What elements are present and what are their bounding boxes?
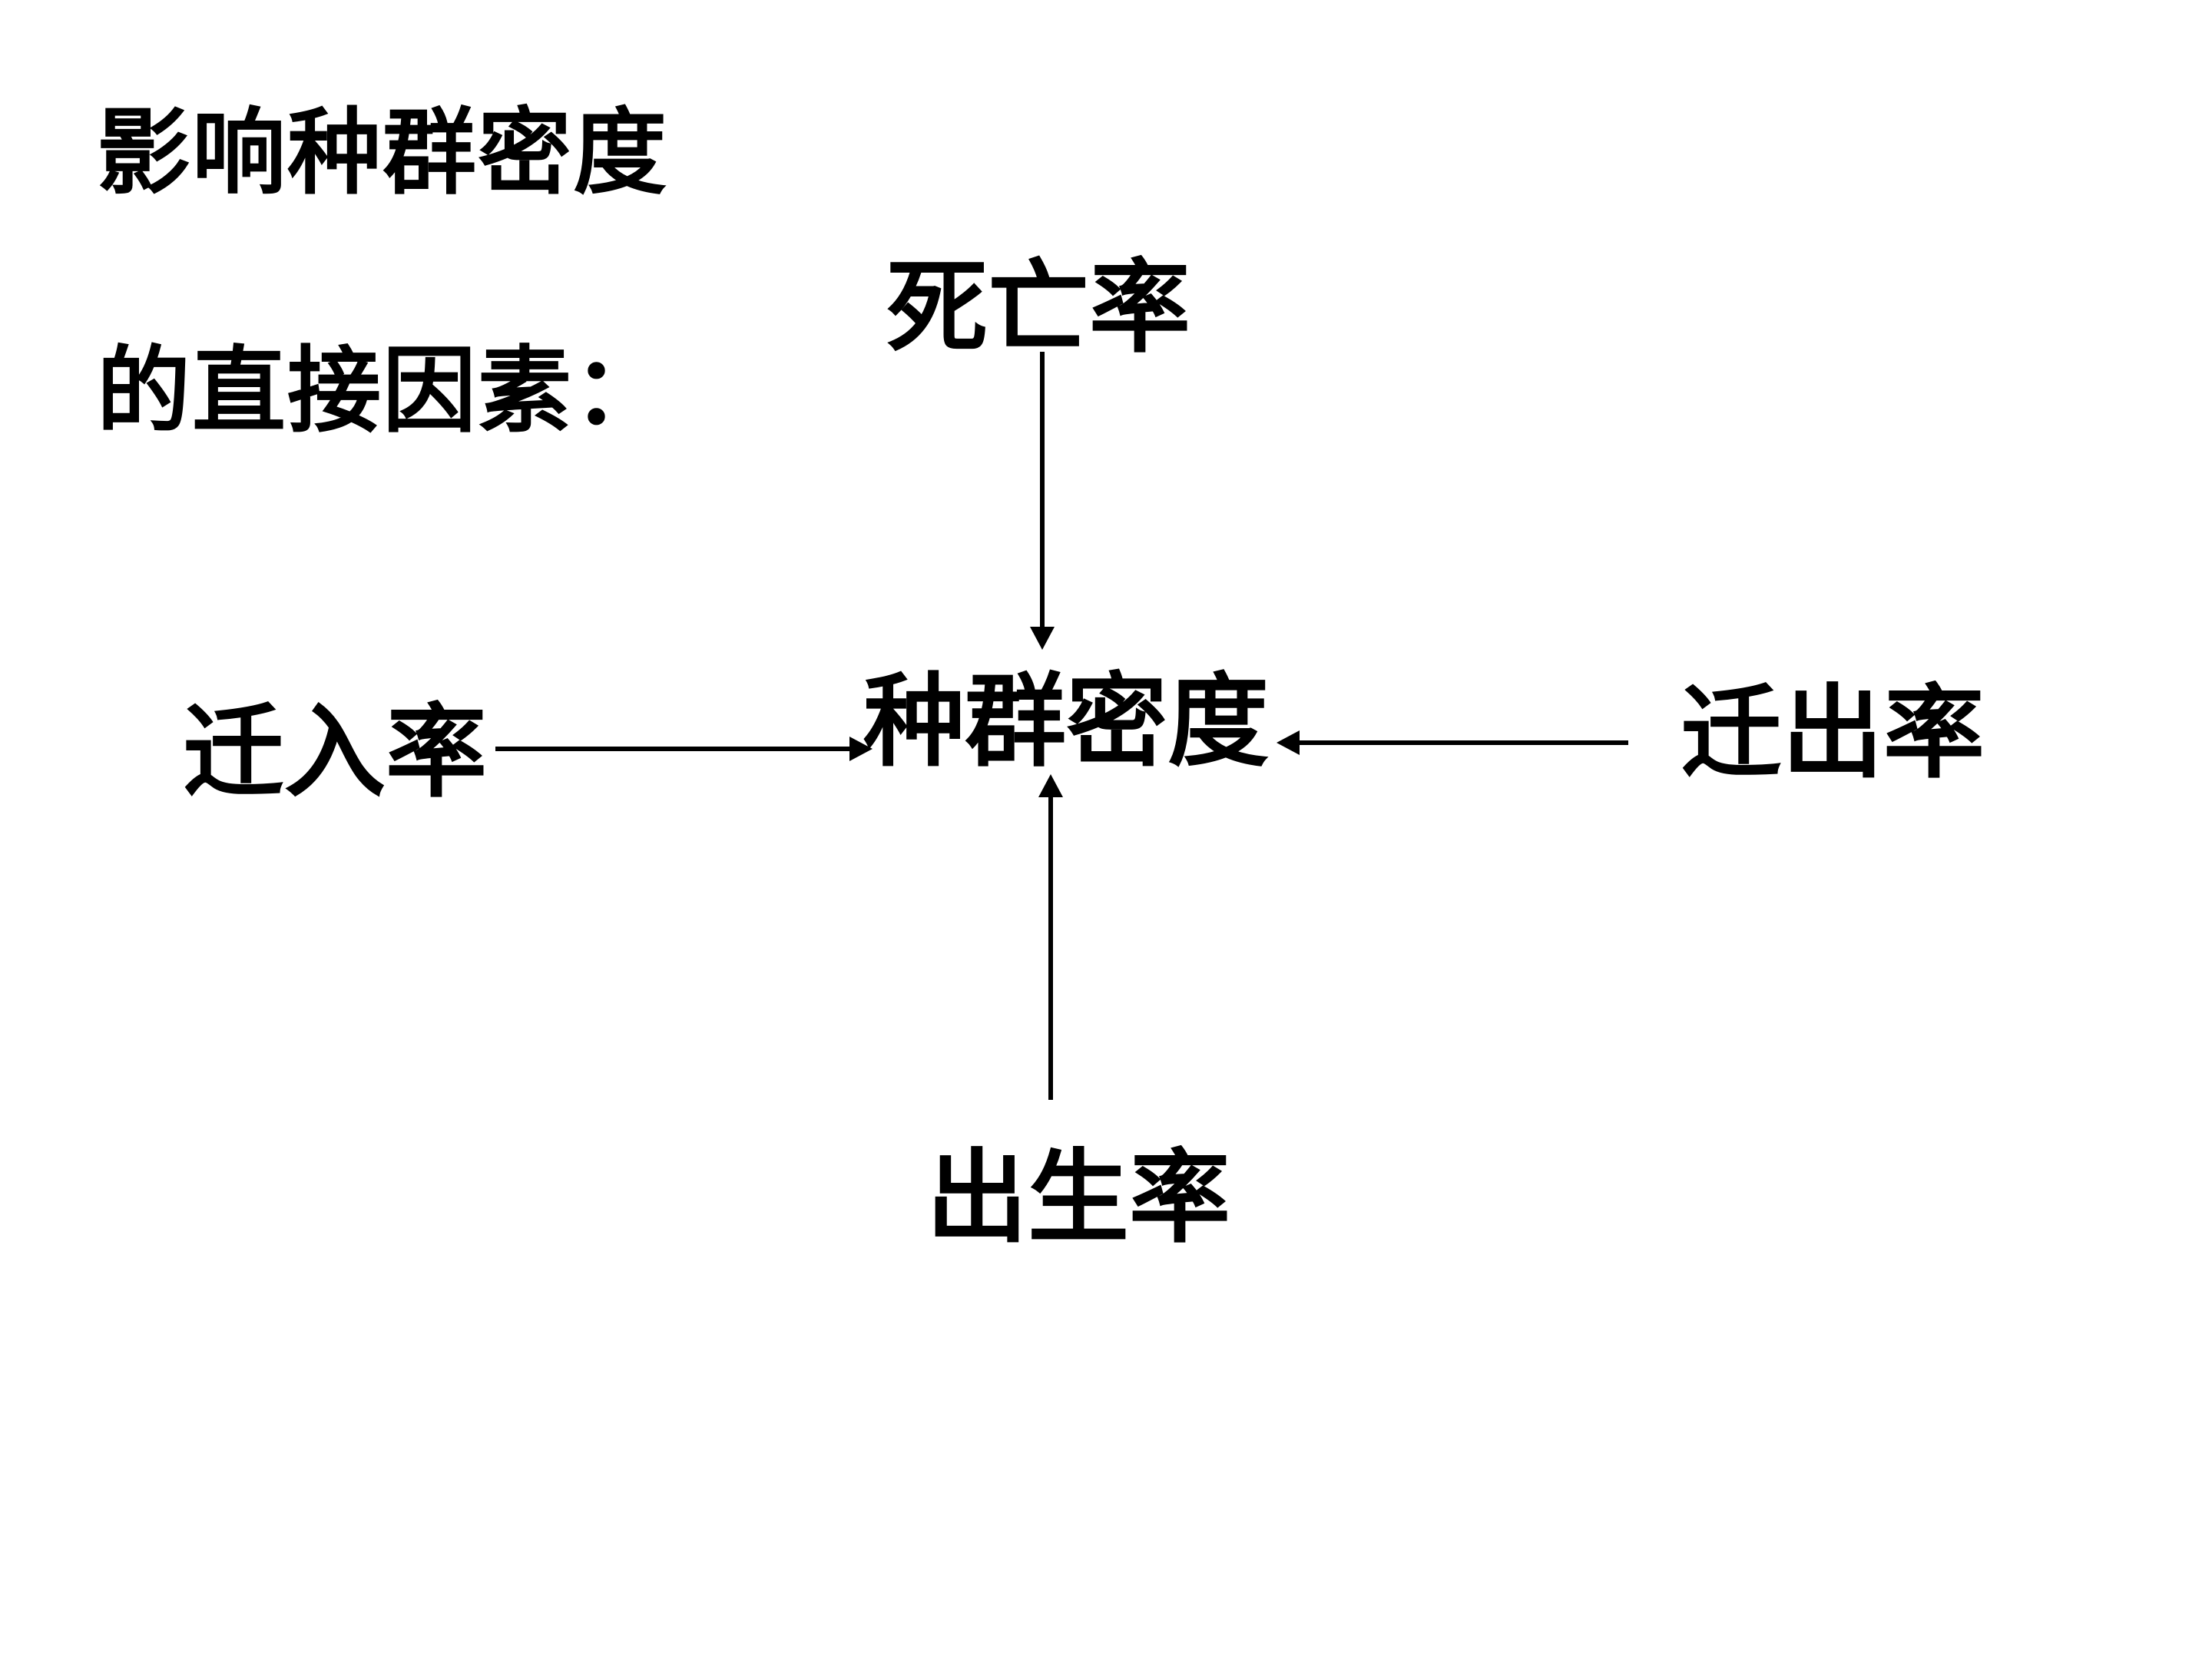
- arrow-emigration-to-density-icon: [1277, 730, 1628, 755]
- node-death-rate: 死亡率: [886, 251, 1190, 364]
- arrow-immigration-to-density-icon: [495, 737, 873, 761]
- slide-title-line1: 影响种群密度: [97, 101, 668, 205]
- slide-title: 影响种群密度 的直接因素：: [97, 94, 668, 451]
- node-birth-rate: 出生率: [926, 1141, 1230, 1254]
- arrow-death-to-density-icon: [1030, 352, 1055, 650]
- node-emigration-rate: 迁出率: [1681, 677, 1985, 790]
- node-population-density: 种群密度: [863, 665, 1269, 778]
- slide-title-line2: 的直接因素：: [97, 338, 668, 443]
- node-immigration-rate: 迁入率: [183, 696, 487, 809]
- arrow-birth-to-density-icon: [1038, 774, 1063, 1100]
